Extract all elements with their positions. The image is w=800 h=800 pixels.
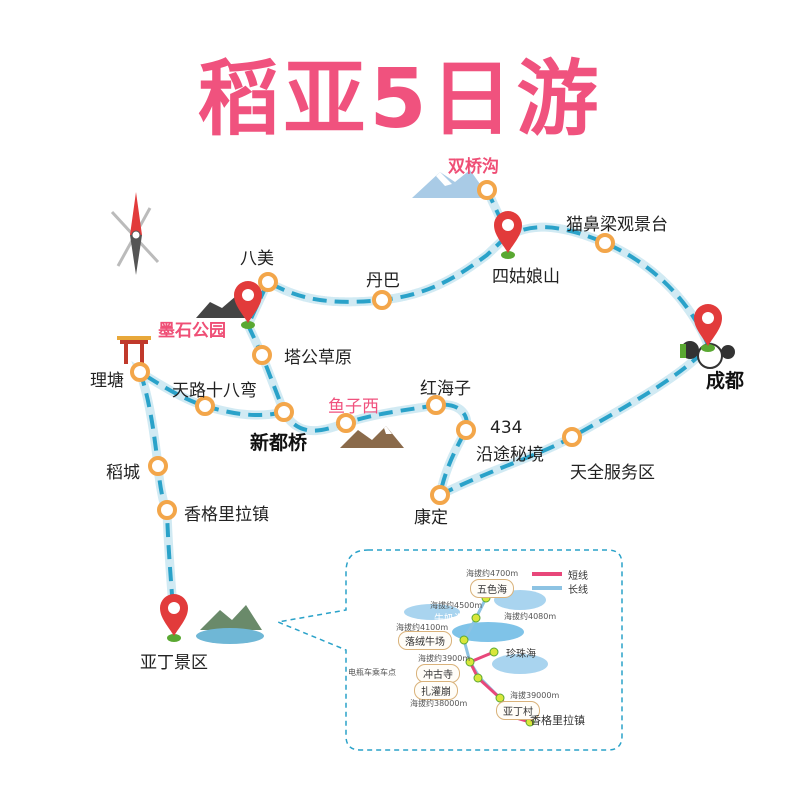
label-moshigongyuan: 墨石公园	[158, 321, 226, 341]
pin-siguniangshan-icon	[494, 211, 522, 259]
alt-3900: 海拔约3900m	[418, 654, 471, 663]
stop-yuzixi	[336, 413, 356, 433]
label-tianlu: 天路十八弯	[172, 381, 257, 401]
panda-icon	[680, 341, 735, 369]
place-zhaguan: 扎灌崩	[414, 681, 458, 700]
page-title: 稻亚5日游	[197, 52, 603, 147]
stop-tagong	[252, 345, 272, 365]
mountain-icon	[340, 426, 404, 448]
label-shuangqiaogou: 双桥沟	[448, 157, 499, 177]
label-bamei: 八美	[240, 249, 274, 269]
inset-panel	[275, 549, 623, 751]
compass-icon	[110, 192, 160, 275]
label-xinduqiao: 新都桥	[250, 432, 308, 454]
label-yuzixi: 鱼子西	[328, 397, 379, 417]
stop-tianlu	[195, 396, 215, 416]
label-kangding: 康定	[414, 508, 448, 528]
place-luorong: 落绒牛场	[398, 631, 452, 650]
pin-moshigongyuan-icon	[234, 281, 262, 329]
label-maobiliang: 猫鼻梁观景台	[566, 215, 668, 235]
stop-xianggelila	[157, 500, 177, 520]
stop-xinduqiao	[274, 402, 294, 422]
legend-long: 长线	[568, 585, 588, 596]
place-yadingcun: 亚丁村	[496, 701, 540, 720]
label-chengdu: 成都	[706, 370, 745, 392]
alt-4700: 海拔约4700m	[466, 569, 519, 578]
stop-kangding	[430, 485, 450, 505]
alt-4500: 海拔约4500m	[430, 601, 483, 610]
legend-short: 短线	[568, 571, 588, 582]
alt-4100: 海拔约4100m	[396, 623, 449, 632]
stop-tianquan	[562, 427, 582, 447]
gate-icon	[117, 336, 151, 364]
alt-38000: 海拔约38000m	[410, 699, 468, 708]
lake-mountain-icon	[196, 605, 264, 644]
label-danba: 丹巴	[366, 271, 400, 291]
stop-434	[456, 420, 476, 440]
snow-mountain-icon	[412, 170, 490, 198]
label-tianquan: 天全服务区	[570, 463, 655, 483]
label-434: 434	[490, 418, 523, 438]
place-xianggelila-inset: 香格里拉镇	[530, 714, 585, 727]
stop-shuangqiaogou	[477, 180, 497, 200]
place-shuttle: 电瓶车乘车点	[348, 668, 396, 677]
stop-markers	[130, 180, 615, 520]
label-siguniangshan: 四姑娘山	[492, 267, 560, 287]
label-tagong: 塔公草原	[284, 348, 352, 368]
pin-chengdu-icon	[694, 304, 722, 352]
label-litang: 理塘	[90, 371, 124, 391]
place-wuse: 五色海	[470, 579, 514, 598]
alt-39000: 海拔39000m	[510, 691, 560, 700]
label-yantu: 沿途秘境	[476, 445, 544, 465]
label-daocheng: 稻城	[106, 463, 140, 483]
stop-daocheng	[148, 456, 168, 476]
alt-4080: 海拔约4080m	[504, 612, 557, 621]
label-xianggelila: 香格里拉镇	[184, 505, 269, 525]
stop-bamei	[258, 272, 278, 292]
stop-litang	[130, 362, 150, 382]
pin-yading-icon	[160, 594, 188, 642]
label-yading: 亚丁景区	[140, 653, 208, 673]
stop-danba	[372, 290, 392, 310]
stop-maobiliang	[595, 233, 615, 253]
stop-honghaizi	[426, 395, 446, 415]
place-niunai: 牛奶海	[434, 614, 464, 625]
place-zhenzhu: 珍珠海	[506, 649, 536, 660]
label-honghaizi: 红海子	[420, 379, 471, 399]
